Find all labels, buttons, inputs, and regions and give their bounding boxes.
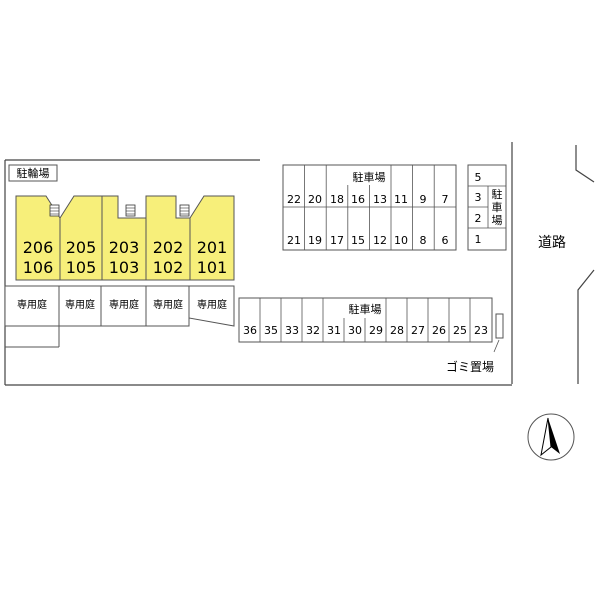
- unit-numbers: 206 106 205 105 203 103 202 102 201 101: [23, 238, 228, 277]
- garden-label: 専用庭: [17, 298, 47, 311]
- svg-text:35: 35: [264, 324, 278, 337]
- road-label: 道路: [538, 235, 566, 251]
- parking-top-grid: [282, 164, 457, 251]
- unit-upper: 203: [109, 238, 140, 257]
- svg-text:6: 6: [442, 234, 449, 247]
- space-number: 1: [475, 233, 482, 246]
- parking-top-numbers: 22 20 18 16 13 11 9 7 21 19 17 15 12 10 …: [287, 193, 449, 247]
- parking-top-label: 駐車場: [353, 170, 386, 184]
- space-number: 5: [475, 171, 482, 184]
- unit-lower: 102: [153, 258, 184, 277]
- parking-label-char: 車: [492, 200, 503, 214]
- parking-label-char: 場: [492, 214, 503, 227]
- stair-icons: [49, 204, 190, 217]
- bicycle-parking-label: 駐輪場: [17, 166, 50, 180]
- garbage-leader-line: [493, 339, 500, 353]
- svg-text:26: 26: [432, 324, 446, 337]
- svg-text:29: 29: [369, 324, 383, 337]
- garden-box-4: [145, 285, 190, 327]
- unit-lower: 105: [66, 258, 97, 277]
- unit-lower: 103: [109, 258, 140, 277]
- garden-label: 専用庭: [197, 298, 227, 311]
- svg-text:18: 18: [330, 193, 344, 206]
- garden-label: 専用庭: [65, 298, 95, 311]
- svg-text:30: 30: [348, 324, 362, 337]
- svg-text:20: 20: [308, 193, 322, 206]
- garden-labels: 専用庭 専用庭 専用庭 専用庭 専用庭: [17, 298, 227, 311]
- parking-right-grid: [467, 164, 507, 251]
- garden-box-5: [188, 285, 235, 327]
- garden-box-1: [4, 285, 60, 327]
- building: [15, 195, 235, 281]
- road-edge-bottom: [577, 269, 595, 384]
- svg-text:23: 23: [474, 324, 488, 337]
- parking-label-char: 駐: [492, 187, 503, 201]
- svg-text:13: 13: [373, 193, 387, 206]
- garden-box-2: [58, 285, 102, 327]
- garbage-area-box: [495, 313, 504, 339]
- stair-icon: [179, 204, 190, 217]
- unit-block-5: [189, 195, 235, 281]
- svg-text:16: 16: [351, 193, 365, 206]
- stair-icon: [125, 204, 136, 217]
- unit-lower: 101: [197, 258, 228, 277]
- space-number: 3: [475, 191, 482, 204]
- svg-text:12: 12: [373, 234, 387, 247]
- unit-upper: 202: [153, 238, 184, 257]
- stair-icon: [49, 204, 60, 217]
- garbage-label: ゴミ置場: [446, 359, 494, 374]
- parking-bottom-label: 駐車場: [349, 302, 382, 316]
- svg-text:32: 32: [306, 324, 320, 337]
- svg-text:9: 9: [420, 193, 427, 206]
- svg-text:31: 31: [327, 324, 341, 337]
- svg-text:22: 22: [287, 193, 301, 206]
- unit-upper: 206: [23, 238, 54, 257]
- svg-text:28: 28: [390, 324, 404, 337]
- north-arrow-icon: [527, 413, 575, 461]
- svg-text:21: 21: [287, 234, 301, 247]
- private-gardens: [4, 285, 235, 348]
- svg-text:33: 33: [285, 324, 299, 337]
- garden-label: 専用庭: [109, 298, 139, 311]
- svg-text:11: 11: [394, 193, 408, 206]
- garden-label: 専用庭: [153, 298, 183, 311]
- svg-text:17: 17: [330, 234, 344, 247]
- parking-bottom-grid: [238, 297, 493, 343]
- parking-bottom-numbers: 36 35 33 32 31 30 29 28 27 26 25 23: [243, 324, 488, 337]
- svg-text:15: 15: [351, 234, 365, 247]
- svg-text:19: 19: [308, 234, 322, 247]
- parking-right-labels: 5 3 2 1 駐 車 場: [475, 171, 503, 246]
- unit-upper: 205: [66, 238, 97, 257]
- svg-text:7: 7: [442, 193, 449, 206]
- svg-text:8: 8: [420, 234, 427, 247]
- bicycle-parking-box: [8, 164, 58, 182]
- unit-lower: 106: [23, 258, 54, 277]
- space-number: 2: [475, 212, 482, 225]
- unit-upper: 201: [197, 238, 228, 257]
- road-edge-top: [575, 145, 595, 183]
- svg-text:10: 10: [394, 234, 408, 247]
- svg-text:36: 36: [243, 324, 257, 337]
- svg-text:25: 25: [453, 324, 467, 337]
- svg-text:27: 27: [411, 324, 425, 337]
